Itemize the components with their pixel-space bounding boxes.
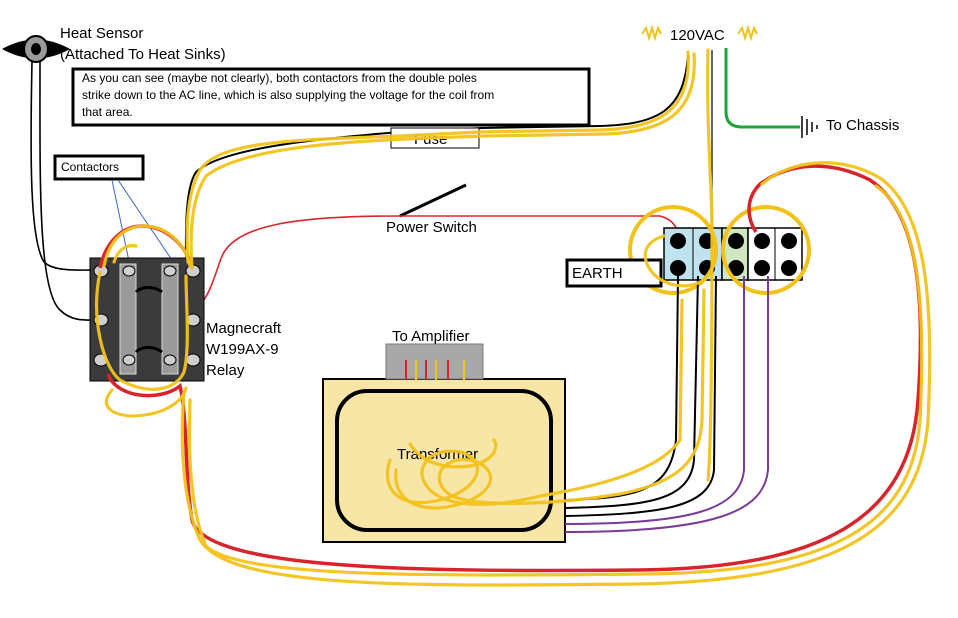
chassis-ground-icon (801, 116, 818, 138)
contactors-callout: Contactors (53, 154, 177, 267)
terminal-highlight-left (628, 205, 718, 295)
note-text-line2: strike down to the AC line, which is als… (82, 88, 494, 102)
transformer: Transformer (322, 378, 566, 543)
relay-label-line2: W199AX-9 (206, 341, 279, 358)
heat-sensor-label: Heat Sensor (60, 25, 143, 42)
to-amplifier-label: To Amplifier (392, 328, 470, 345)
note-text-line3: that area. (82, 105, 133, 119)
relay-red-loop-wire (106, 164, 923, 573)
ground-wire (724, 48, 800, 129)
to-chassis-label: To Chassis (826, 117, 899, 134)
ac-source: 120VAC (641, 24, 758, 44)
earth-callout: EARTH (565, 258, 663, 288)
highlighter-scribbles (95, 48, 932, 587)
note-box: As you can see (maybe not clearly), both… (71, 67, 591, 127)
ac-source-label: 120VAC (670, 27, 725, 44)
note-text-line1: As you can see (maybe not clearly), both… (82, 71, 477, 85)
terminal-highlight-right (721, 205, 811, 295)
terminal-block (663, 227, 803, 281)
amplifier-connector: To Amplifier (385, 328, 484, 380)
contactors-label: Contactors (61, 160, 119, 174)
power-switch-label: Power Switch (386, 219, 477, 236)
heat-sensor (2, 35, 70, 63)
power-switch: Power Switch (386, 183, 477, 236)
heat-sensor-wires (30, 61, 101, 321)
heat-sensor-sublabel: (Attached To Heat Sinks) (60, 46, 226, 63)
switched-red-wire (191, 215, 681, 313)
relay-label-line1: Magnecraft (206, 320, 282, 337)
relay-label-line3: Relay (206, 362, 245, 379)
earth-label: EARTH (572, 265, 623, 282)
transformer-primary-wires (564, 275, 769, 533)
